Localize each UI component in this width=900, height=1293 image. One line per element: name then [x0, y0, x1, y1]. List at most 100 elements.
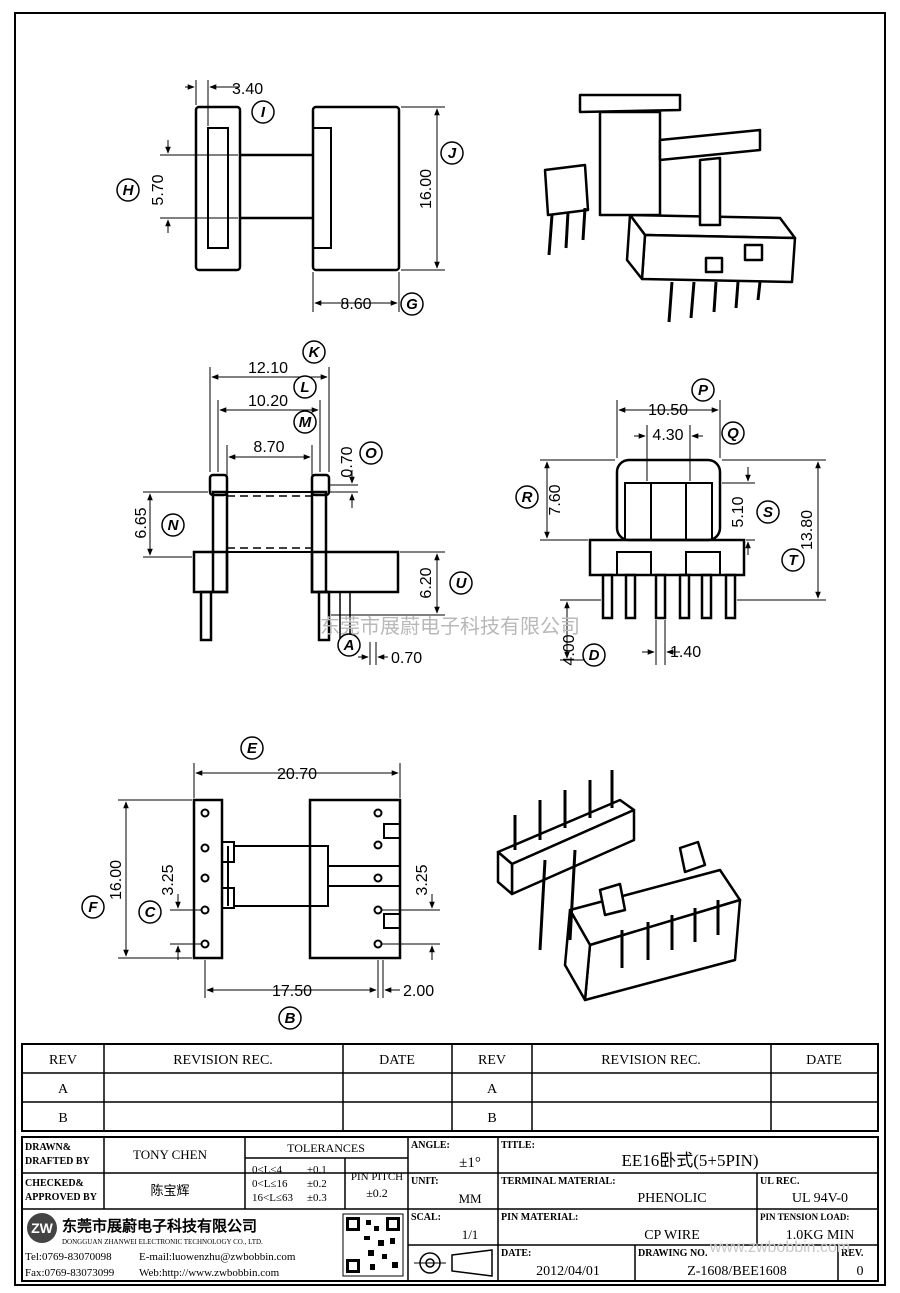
rev-header-date-2: DATE — [806, 1053, 842, 1068]
dim-n-value: 6.65 — [133, 507, 150, 538]
label-b: B — [285, 1010, 296, 1027]
label-s: S — [763, 504, 773, 521]
pin-tension-value: 1.0KG MIN — [786, 1228, 854, 1243]
projection-symbol — [414, 1249, 493, 1277]
dim-k-value: 12.10 — [248, 360, 288, 377]
dim-a-value: 0.70 — [391, 650, 422, 667]
drawing-no-value: Z-1608/BEE1608 — [687, 1264, 787, 1279]
title-label: TITLE: — [501, 1140, 535, 1151]
angle-label: ANGLE: — [411, 1140, 450, 1151]
tol-value-1: ±0.1 — [307, 1164, 327, 1176]
label-q: Q — [727, 425, 739, 442]
rev-header-rev-2: REV — [478, 1053, 506, 1068]
company-fax: Fax:0769-83073099 — [25, 1267, 115, 1279]
terminal-material-label: TERMINAL MATERIAL: — [501, 1176, 616, 1187]
dim-j-value: 16.00 — [418, 169, 435, 209]
label-j: J — [448, 145, 457, 162]
dim-p-value: 10.50 — [648, 402, 688, 419]
iso-view-bottom-pins — [513, 770, 720, 968]
rev-row-a-2: A — [487, 1082, 498, 1097]
qr-code — [346, 1217, 400, 1273]
label-p: P — [698, 382, 709, 399]
label-m: M — [299, 414, 312, 431]
site-watermark: www.zwbobbin.com — [709, 1239, 851, 1256]
checked-label-line1: CHECKED& — [25, 1178, 84, 1189]
date-value: 2012/04/01 — [536, 1264, 600, 1279]
scal-value: 1/1 — [462, 1227, 479, 1242]
top-view — [194, 105, 401, 272]
dim-i-value: 3.40 — [232, 81, 263, 98]
dim-h-value: 5.70 — [150, 174, 167, 205]
iso-view-top-pins — [547, 207, 762, 323]
rev-row-b-2: B — [487, 1111, 496, 1126]
bottom-view-pins — [200, 808, 383, 949]
company-name-en: DONGGUAN ZHANWEI ELECTRONIC TECHNOLOGY C… — [62, 1238, 263, 1246]
iso-view-top — [543, 93, 797, 284]
pin-material-value: CP WIRE — [644, 1228, 700, 1243]
label-d: D — [589, 647, 600, 664]
date-label: DATE: — [501, 1248, 531, 1259]
label-o: O — [365, 445, 377, 462]
dim-f-value: 16.00 — [108, 860, 125, 900]
company-tel: Tel:0769-83070098 — [25, 1251, 112, 1263]
label-f: F — [88, 899, 98, 916]
label-l: L — [300, 379, 309, 396]
dim-u-value: 6.20 — [418, 567, 435, 598]
label-h: H — [123, 182, 135, 199]
label-e: E — [247, 740, 258, 757]
unit-label: UNIT: — [411, 1176, 439, 1187]
dim-x-value: 1.40 — [670, 644, 701, 661]
checked-by-value: 陈宝辉 — [150, 1183, 189, 1198]
label-k: K — [309, 344, 321, 361]
rev-header-date: DATE — [379, 1053, 415, 1068]
title-block — [21, 1136, 879, 1282]
iso-view-bottom — [496, 798, 742, 1002]
dim-r-value: 7.60 — [547, 484, 564, 515]
company-web: Web:http://www.zwbobbin.com — [139, 1267, 280, 1279]
company-logo: ZW — [27, 1213, 57, 1243]
dim-l-value: 10.20 — [248, 393, 288, 410]
checked-label-line2: APPROVED BY — [25, 1192, 98, 1203]
rev-row-a: A — [58, 1082, 69, 1097]
pin-tension-label: PIN TENSION LOAD: — [760, 1212, 849, 1222]
terminal-material-value: PHENOLIC — [637, 1191, 706, 1206]
watermark: 东莞市展蔚电子科技有限公司 — [320, 615, 580, 638]
svg-text:ZW: ZW — [31, 1220, 54, 1236]
dim-o-value: 0.70 — [339, 446, 356, 477]
tolerances-label: TOLERANCES — [287, 1141, 365, 1155]
label-g: G — [406, 296, 418, 313]
bottom-view — [192, 798, 402, 960]
label-t: T — [788, 552, 799, 569]
drawn-label-line1: DRAWN& — [25, 1142, 71, 1153]
company-email: E-mail:luowenzhu@zwbobbin.com — [139, 1251, 296, 1263]
rev-header-revision-rec-2: REVISION REC. — [601, 1053, 701, 1068]
rev-label: REV. — [841, 1248, 864, 1259]
side-view — [588, 458, 746, 620]
drawn-by-value: TONY CHEN — [133, 1147, 208, 1162]
dim-c-value: 3.25 — [160, 864, 177, 895]
label-a: A — [343, 637, 355, 654]
scal-label: SCAL: — [411, 1212, 441, 1223]
tol-range-1: 0<L≤4 — [252, 1164, 282, 1176]
dim-d-value: 4.00 — [561, 634, 578, 665]
revision-table — [21, 1043, 879, 1132]
dim-s-value: 5.10 — [730, 496, 747, 527]
company-name-cn: 东莞市展蔚电子科技有限公司 — [62, 1217, 257, 1235]
tol-range-3: 16<L≤63 — [252, 1192, 293, 1204]
angle-value: ±1° — [459, 1155, 481, 1171]
drawn-label-line2: DRAFTED BY — [25, 1156, 91, 1167]
label-r: R — [522, 489, 533, 506]
dim-g-value: 8.60 — [340, 296, 371, 313]
dim-b-value: 17.50 — [272, 983, 312, 1000]
pin-pitch-label: PIN PITCH — [351, 1171, 403, 1183]
page-frame — [14, 12, 886, 1286]
ul-rec-value: UL 94V-0 — [792, 1191, 848, 1206]
pin-material-label: PIN MATERIAL: — [501, 1212, 578, 1223]
dim-e-value: 20.70 — [277, 766, 317, 783]
label-n: N — [168, 517, 180, 534]
dim-q-value: 4.30 — [652, 427, 683, 444]
tol-range-2: 0<L≤16 — [252, 1178, 288, 1190]
rev-header-revision-rec: REVISION REC. — [173, 1053, 273, 1068]
dim-c2-value: 3.25 — [414, 864, 431, 895]
